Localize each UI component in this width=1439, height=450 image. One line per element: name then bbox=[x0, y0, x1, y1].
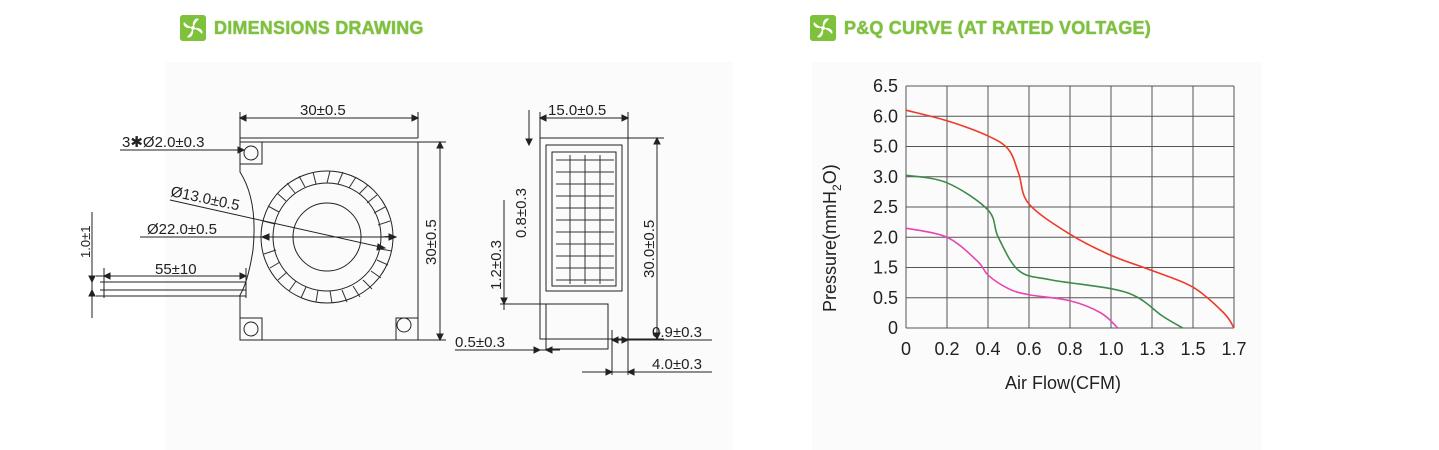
side-ribs bbox=[556, 155, 614, 284]
outlet-left-label: 0.5±0.3 bbox=[455, 334, 505, 351]
y-tick-label: 5.0 bbox=[873, 137, 898, 157]
lead-length-label: 55±10 bbox=[155, 261, 197, 278]
x-tick-label: 0.6 bbox=[1016, 339, 1041, 359]
y-tick-label: 3.0 bbox=[873, 167, 898, 187]
x-tick-label: 0.8 bbox=[1057, 339, 1082, 359]
side-inner-frame bbox=[545, 144, 623, 292]
front-outline bbox=[239, 141, 419, 341]
side-height-label: 30.0±0.5 bbox=[641, 220, 658, 278]
mount-holes-label: 3✱Ø2.0±0.3 bbox=[122, 134, 205, 151]
x-tick-label: 1.0 bbox=[1098, 339, 1123, 359]
x-tick-label: 1.7 bbox=[1221, 339, 1246, 359]
side-width-label: 15.0±0.5 bbox=[548, 102, 606, 119]
x-axis-label: Air Flow(CFM) bbox=[1005, 373, 1121, 393]
y-axis-label-main: Pressure(mmH bbox=[820, 191, 840, 312]
mount-hole-bottom-left bbox=[239, 317, 263, 341]
outlet-right-label: 0.9±0.3 bbox=[652, 324, 702, 341]
y-tick-label: 0 bbox=[888, 318, 898, 338]
mount-hole-bottom-right bbox=[395, 317, 419, 341]
chart-grid bbox=[905, 85, 1235, 329]
fan-logo-icon bbox=[180, 15, 206, 41]
chart-ticks: 0 0.2 0.4 0.6 0.8 1.0 1.3 1.5 1.7 0 0.5 1.5 2.0 2.5 3.… bbox=[873, 76, 1247, 359]
front-width-label: 30±0.5 bbox=[300, 102, 346, 119]
x-tick-label: 0.4 bbox=[975, 339, 1000, 359]
side-rib-block bbox=[551, 151, 617, 287]
lead-width-label: 1.0±1 bbox=[78, 226, 93, 258]
mount-hole-bottom-left-circle bbox=[243, 321, 259, 337]
front-view bbox=[88, 112, 446, 342]
chart-heading: P&Q CURVE (AT RATED VOLTAGE) bbox=[844, 17, 1151, 38]
pq-curve-line-3 bbox=[905, 227, 1119, 329]
y-tick-label: 6.5 bbox=[873, 76, 898, 96]
fan-logo-icon bbox=[810, 15, 836, 41]
y-axis-label: Pressure(mmH2O) bbox=[820, 164, 844, 312]
y-tick-label: 2.0 bbox=[873, 227, 898, 247]
side-outline bbox=[539, 137, 629, 340]
x-tick-label: 0.2 bbox=[934, 339, 959, 359]
side-outlet bbox=[545, 303, 609, 350]
y-tick-label: 0.5 bbox=[873, 288, 898, 308]
outer-diameter-label: Ø22.0±0.5 bbox=[147, 221, 217, 238]
pq-curve-line-2 bbox=[905, 174, 1184, 329]
x-tick-label: 0 bbox=[901, 339, 911, 359]
y-tick-label: 1.5 bbox=[873, 258, 898, 278]
front-height-label: 30±0.5 bbox=[423, 219, 440, 265]
y-axis-label-subscript: 2 bbox=[830, 184, 844, 191]
y-axis-label-end: O) bbox=[820, 164, 840, 184]
mount-hole-bottom-right-circle bbox=[396, 317, 412, 333]
chart-series bbox=[905, 109, 1235, 329]
dimensions-section-header: DIMENSIONS DRAWING bbox=[180, 15, 424, 41]
offset-label: 1.2±0.3 bbox=[488, 240, 505, 290]
dimensions-heading: DIMENSIONS DRAWING bbox=[214, 17, 424, 38]
outlet-depth-label: 4.0±0.3 bbox=[652, 356, 702, 373]
mount-hole-top-left bbox=[239, 141, 263, 165]
mount-hole-top-left-circle bbox=[243, 145, 259, 161]
y-tick-label: 2.5 bbox=[873, 197, 898, 217]
chart-panel-background bbox=[812, 62, 1262, 450]
rib-thickness-label: 0.8±0.3 bbox=[513, 188, 530, 238]
side-view bbox=[455, 110, 712, 376]
x-tick-label: 1.3 bbox=[1139, 339, 1164, 359]
pq-curve-line-1 bbox=[905, 109, 1235, 329]
x-tick-label: 1.5 bbox=[1180, 339, 1205, 359]
chart-section-header: P&Q CURVE (AT RATED VOLTAGE) bbox=[810, 15, 1151, 41]
dimensions-panel-background bbox=[165, 62, 733, 450]
y-tick-label: 6.0 bbox=[873, 106, 898, 126]
